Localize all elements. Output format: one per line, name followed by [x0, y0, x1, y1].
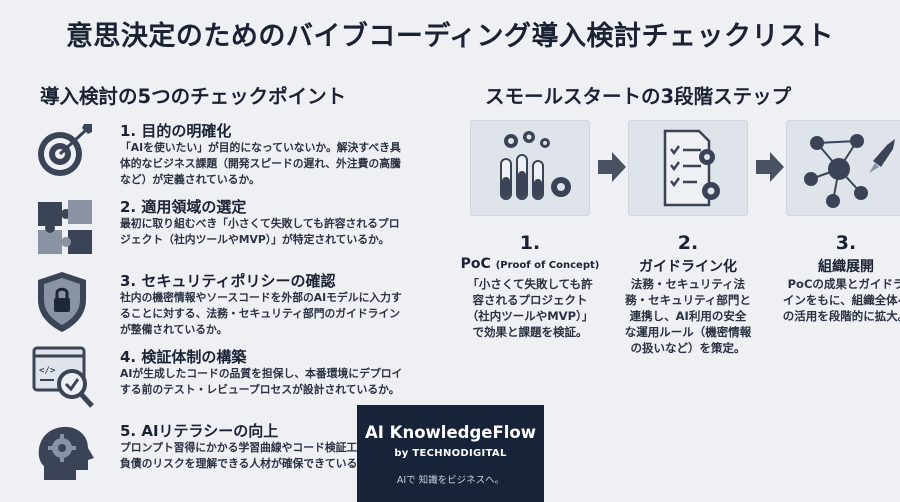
step-text: PoCの成果とガイドラインをもに、組織全体への活用を段階的に拡大。 [782, 277, 900, 323]
brand-tagline: AIで 知識をビジネスへ。 [396, 475, 505, 486]
checkpoint-text: プロンプト習得にかかる学習曲線やコード検証工数、技術負債のリスクを理解できる人材… [120, 441, 401, 470]
step-number: 3. [835, 232, 857, 254]
network-rocket-icon [804, 134, 895, 208]
checkpoint-title: 1. 目的の明確化 [120, 122, 232, 140]
checkpoint-title: 3. セキュリティポリシーの確認 [120, 272, 336, 290]
checkpoint-text: 最初に取り組むべき「小さくて失敗しても許容されるプロジェクト（社内ツールやMVP… [120, 217, 400, 246]
arrow-right-icon [598, 150, 626, 184]
step-2-illustration [628, 120, 748, 216]
steps-heading: スモールスタートの3段階ステップ [485, 85, 792, 108]
step-text: 法務・セキュリティ法務・セキュリティ部門と連携し、AI利用の安全な運用ルール（機… [624, 277, 752, 355]
svg-text:</>: </> [39, 366, 56, 376]
target-icon [30, 120, 102, 184]
step-title: PoC (Proof of Concept) [460, 256, 600, 272]
puzzle-icon [30, 196, 102, 260]
step-text: 「小さくて失敗しても許容されるプロジェクト（社内ツールやMVP）」で効果と課題を… [466, 277, 594, 339]
step-subtitle: (Proof of Concept) [495, 260, 600, 271]
checkpoint-text: AIが生成したコードの品質を担保し、本番環境にデプロイする前のテスト・レビュープ… [120, 367, 403, 396]
brand-byline: by TECHNODIGITAL [394, 448, 507, 459]
checkpoints-heading: 導入検討の5つのチェックポイント [40, 85, 347, 108]
step-1-illustration [470, 120, 590, 216]
step-number: 2. [677, 232, 699, 254]
arrow-right-icon [756, 150, 784, 184]
page-title: 意思決定のためのバイブコーディング導入検討チェックリスト [65, 21, 835, 52]
brand-name: AI KnowledgeFlow [365, 423, 536, 442]
step-title: ガイドライン化 [639, 259, 737, 275]
head-gear-icon [30, 420, 102, 484]
step-number: 1. [519, 232, 541, 254]
checkpoint-title: 2. 適用領域の選定 [120, 198, 247, 216]
test-tubes-icon [500, 131, 571, 200]
checkpoint-text: 「AIを使いたい」が目的になっていないか。解決すべき具体的なビジネス課題（開発ス… [120, 141, 401, 186]
checkpoint-text: 社内の機密情報やソースコードを外部のAIモデルに入力することに対する、法務・セキ… [120, 291, 402, 336]
brand-logo-box: AI KnowledgeFlow by TECHNODIGITAL AIで 知識… [357, 405, 544, 502]
step-3-illustration [786, 120, 900, 216]
code-magnifier-icon: </> [30, 346, 102, 410]
checkpoint-title: 5. AIリテラシーの向上 [120, 422, 279, 440]
shield-lock-icon [30, 270, 102, 334]
step-title-text: PoC [460, 256, 491, 272]
step-title: 組織展開 [818, 259, 874, 275]
checkpoint-title: 4. 検証体制の構築 [120, 348, 247, 366]
checklist-icon [663, 129, 720, 207]
